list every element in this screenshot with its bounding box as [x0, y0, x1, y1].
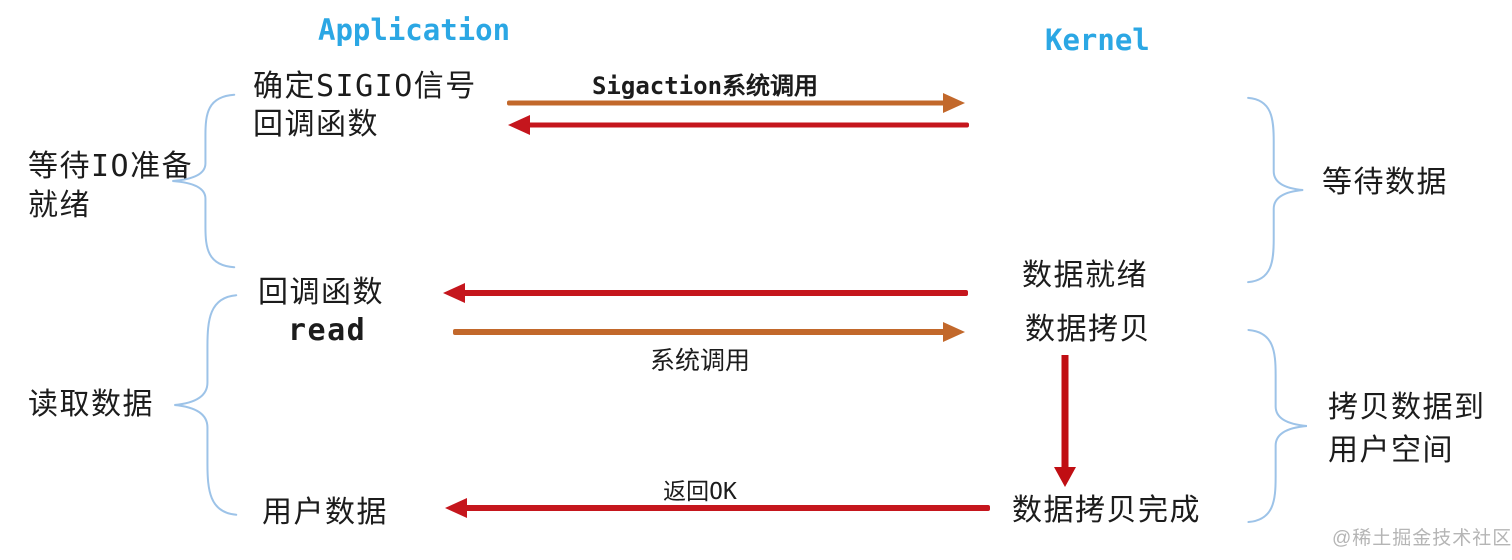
system-call-label: 系统调用 — [649, 346, 750, 375]
watermark: @稀土掘金技术社区 — [1332, 528, 1512, 549]
arrow-shaft — [507, 100, 950, 106]
arrow-down-head-icon — [1054, 467, 1076, 487]
app-step-callback-read: 回调函数 read — [258, 274, 384, 350]
phase-wait-data: 等待数据 — [1322, 165, 1448, 200]
phase-copy-to-user: 拷贝数据到 用户空间 — [1328, 386, 1486, 472]
kernel-header: Kernel — [1045, 23, 1150, 57]
arrow-right-head-icon — [943, 322, 965, 342]
arrow-left-head-icon — [445, 498, 467, 518]
application-header: Application — [318, 13, 511, 47]
kernel-step-data-copy: 数据拷贝 — [1025, 312, 1151, 347]
phase-copy-to-user-line1: 拷贝数据到 — [1328, 390, 1486, 425]
kernel-step-data-ready: 数据就绪 — [1022, 258, 1148, 293]
brace-read-data-icon — [170, 293, 242, 517]
arrow-shaft — [523, 122, 969, 128]
phase-copy-to-user-line2: 用户空间 — [1328, 433, 1454, 468]
arrow-signal-notify — [443, 281, 968, 305]
arrow-read-syscall — [453, 320, 965, 344]
phase-wait-io-line1: 等待IO准备 — [28, 149, 194, 184]
phase-read-data: 读取数据 — [28, 387, 154, 422]
kernel-step-data-copy-done: 数据拷贝完成 — [1012, 493, 1201, 528]
arrow-shaft — [453, 329, 950, 335]
app-step-setup-sigio: 确定SIGIO信号 回调函数 — [253, 68, 477, 144]
arrow-shaft — [460, 505, 990, 511]
phase-wait-io-line2: 就绪 — [28, 188, 91, 223]
arrow-return-ok — [445, 496, 990, 520]
arrow-shaft — [458, 290, 968, 296]
brace-copy-to-user-icon — [1243, 328, 1311, 524]
app-step-setup-line1: 确定SIGIO信号 — [253, 69, 477, 104]
app-step-user-data: 用户数据 — [262, 495, 388, 530]
app-step-callback-read-label: read — [288, 313, 367, 348]
arrow-left-head-icon — [508, 115, 530, 135]
brace-wait-io-icon — [168, 93, 240, 269]
arrow-shaft — [1061, 355, 1069, 472]
app-step-setup-line2: 回调函数 — [253, 107, 379, 142]
sigaction-syscall-label: Sigaction系统调用 — [591, 72, 819, 100]
return-ok-label: 返回OK — [663, 479, 737, 505]
arrow-left-head-icon — [443, 283, 465, 303]
arrow-data-copy-progress — [1052, 355, 1078, 487]
arrow-sigaction-return — [508, 113, 969, 137]
arrow-right-head-icon — [943, 93, 965, 113]
app-step-callback-line1: 回调函数 — [258, 275, 384, 310]
arrow-sigaction-request — [507, 91, 965, 115]
brace-wait-data-icon — [1243, 96, 1307, 284]
phase-wait-io-ready: 等待IO准备 就绪 — [28, 147, 193, 225]
